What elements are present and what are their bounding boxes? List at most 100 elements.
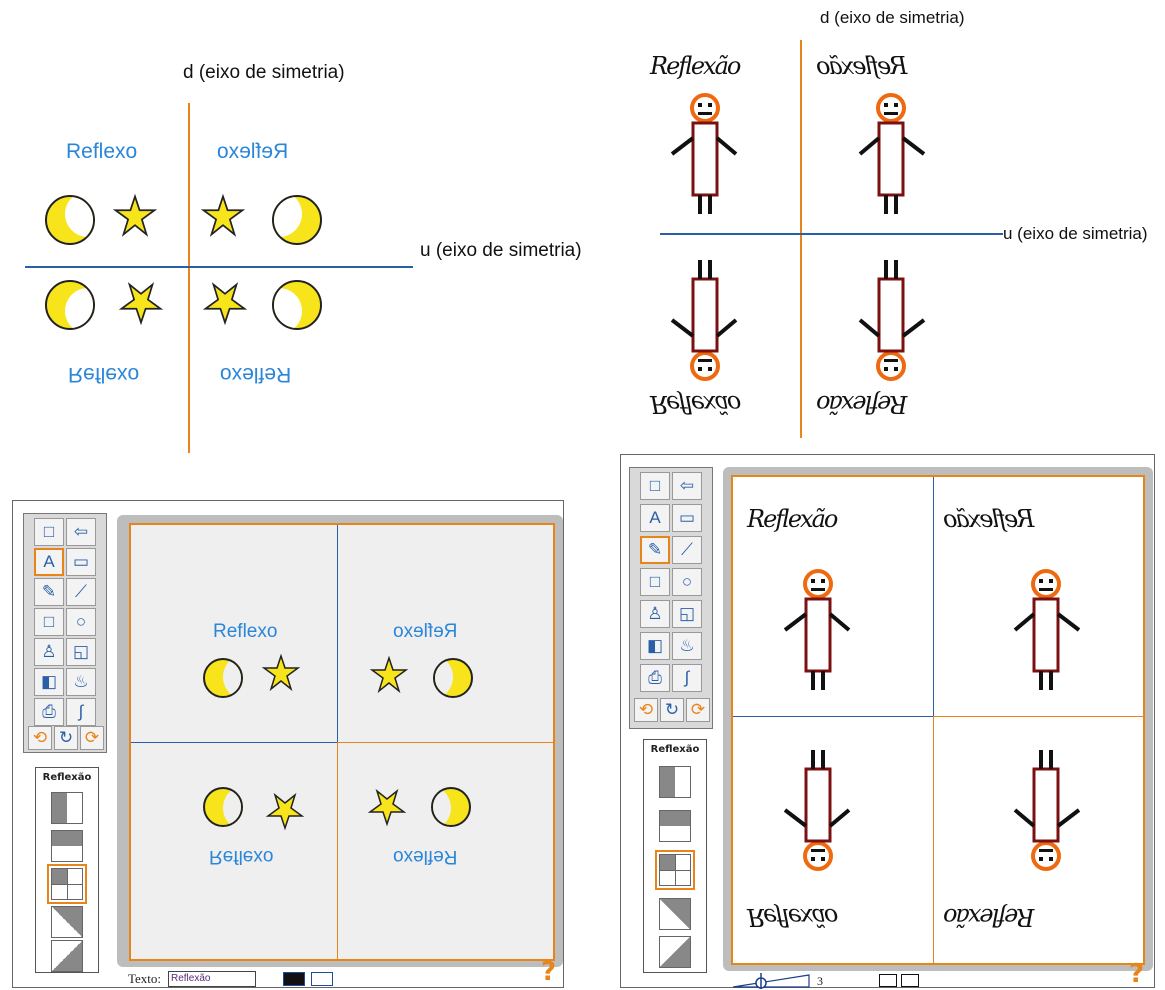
reflect-horizontal-button[interactable] [659,810,691,842]
drawing-canvas[interactable]: Reflexão Reflexão Reflexão Reflexão [731,475,1145,965]
reflection-panel-title: Reflexão [650,744,700,755]
reflect-antidiagonal-button[interactable] [659,936,691,968]
line-icon[interactable]: ⟋ [66,578,96,606]
reflect-diagonal-button[interactable] [51,906,83,938]
rotate-right-icon[interactable]: ⟳ [80,726,104,750]
reflect-both-button[interactable] [47,864,87,904]
stick-figure [1013,569,1081,690]
scribble-text-mirrored: Reflexão [945,505,1035,533]
toolbar: □ ⇦ A ▭ ✎ ⟋ □ ○ ♙ ◱ ◧ ♨ ⎙ ∫ ⟲ ↻ ⟳ [629,467,713,729]
rotate-right-icon[interactable]: ⟳ [686,698,710,722]
text-icon[interactable]: A [34,548,64,576]
line-width-value: 3 [817,974,823,988]
color-swatch-outline[interactable] [311,972,333,986]
vertical-divider [933,717,934,963]
scribble-text-mirrored: Reflexão [818,52,908,80]
text-input[interactable]: Reflexão [168,971,256,987]
print-icon[interactable]: ⎙ [640,664,670,692]
text-label: Texto: [128,971,162,986]
quadrant-fill [660,855,675,870]
app-window-right: □ ⇦ A ▭ ✎ ⟋ □ ○ ♙ ◱ ◧ ♨ ⎙ ∫ ⟲ ↻ ⟳ Reflex… [620,454,1155,989]
paint-bucket-icon[interactable]: ♨ [66,668,96,696]
rotate-left-icon[interactable]: ⟲ [28,726,52,750]
fill-icon[interactable]: ◧ [34,668,64,696]
fill-icon[interactable]: ◧ [640,632,670,660]
horizontal-axis-line [25,266,413,268]
horizontal-axis-label: u (eixo de simetria) [1003,224,1148,243]
select-icon[interactable]: ◱ [66,638,96,666]
rectangle-icon[interactable]: □ [34,608,64,636]
rotate-icon[interactable]: ↻ [660,698,684,722]
star-icon [369,655,409,694]
scribble-text-mirrored: Reflexão [945,903,1035,931]
stick-figure [670,260,738,381]
drawing-canvas[interactable]: Reflexo Reflexo Reflexo Reflexo [129,523,555,961]
reflect-both-button[interactable] [655,850,695,890]
vertical-axis-line [800,40,802,438]
new-page-icon[interactable]: □ [640,472,670,500]
star-icon [265,792,305,831]
word-mirror: Reflexo [393,621,458,642]
undo-arrow-icon[interactable]: ⇦ [672,472,702,500]
shape-swatch-fill[interactable] [901,974,919,987]
pencil-icon[interactable]: ✎ [640,536,670,564]
circle-icon[interactable]: ○ [672,568,702,596]
horizontal-divider [131,742,337,743]
reflect-antidiagonal-button[interactable] [51,940,83,972]
vertical-axis-label: d (eixo de simetria) [183,62,345,83]
word-mirror-vertical: Reflexo [217,140,289,163]
rotate-icon[interactable]: ↻ [54,726,78,750]
reflect-vertical-button[interactable] [51,792,83,824]
rectangle-icon[interactable]: □ [640,568,670,596]
shape-swatch-outline[interactable] [879,974,897,987]
stick-figure [1013,750,1081,871]
reflect-horizontal-button[interactable] [51,830,83,862]
select-icon[interactable]: ◱ [672,600,702,628]
star-icon [202,282,248,326]
moon-icon [203,658,243,698]
star-icon [200,193,246,237]
help-icon[interactable]: ? [1129,959,1145,989]
word-mirror: Reflexo [393,846,458,867]
rotate-left-icon[interactable]: ⟲ [634,698,658,722]
eraser-icon[interactable]: ▭ [672,504,702,532]
horizontal-divider [733,716,933,717]
line-width-slider[interactable] [731,973,811,989]
scribble-text-mirrored: Reflexão [818,390,908,418]
stamp-icon[interactable]: ♙ [640,600,670,628]
undo-arrow-icon[interactable]: ⇦ [66,518,96,546]
print-icon[interactable]: ⎙ [34,698,64,726]
help-icon[interactable]: ? [541,957,557,987]
line-icon[interactable]: ⟋ [672,536,702,564]
moon-icon [272,280,322,330]
horizontal-axis-label: u (eixo de simetria) [420,240,582,261]
scribble-text-mirrored: Reflexão [747,903,837,931]
moon-icon [431,787,471,827]
reflect-diagonal-button[interactable] [659,898,691,930]
moon-icon [45,280,95,330]
moon-icon [203,787,243,827]
word-original: Reflexo [66,140,138,163]
eraser-icon[interactable]: ▭ [66,548,96,576]
stamp-icon[interactable]: ♙ [34,638,64,666]
reflect-vertical-button[interactable] [659,766,691,798]
brush-icon[interactable]: ∫ [672,664,702,692]
app-window-left: □ ⇦ A ▭ ✎ ⟋ □ ○ ♙ ◱ ◧ ♨ ⎙ ∫ ⟲ ↻ ⟳ Reflex… [12,500,564,988]
circle-icon[interactable]: ○ [66,608,96,636]
vertical-divider [337,525,338,743]
color-swatch-fill[interactable] [283,972,305,986]
paint-bucket-icon[interactable]: ♨ [672,632,702,660]
vertical-axis-label: d (eixo de simetria) [820,8,965,27]
new-page-icon[interactable]: □ [34,518,64,546]
pencil-icon[interactable]: ✎ [34,578,64,606]
brush-icon[interactable]: ∫ [66,698,96,726]
quadrant-fill [52,869,67,884]
scribble-text-mirrored: Reflexão [650,390,740,418]
reflection-panel: Reflexão [35,767,99,973]
star-icon [367,788,407,827]
scribble-text: Reflexão [747,505,838,533]
text-icon[interactable]: A [640,504,670,532]
stick-figure [783,750,851,871]
stick-figure [783,569,851,690]
word-mirror-horizontal: Reflexo [68,363,140,386]
